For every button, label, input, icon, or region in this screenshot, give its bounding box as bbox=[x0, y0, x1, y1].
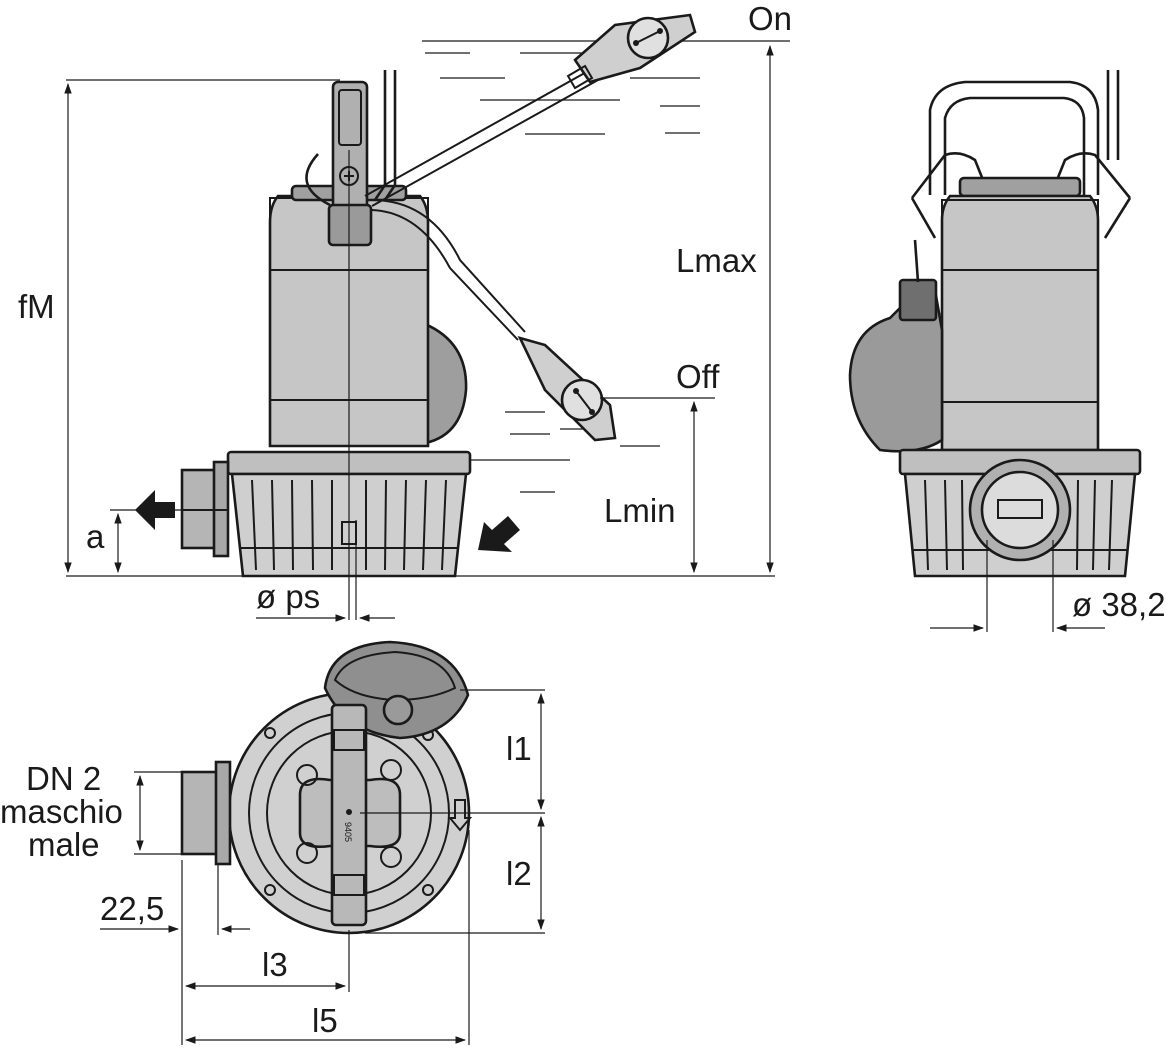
label-dn-line3: male bbox=[28, 826, 100, 863]
label-fm: fM bbox=[18, 288, 55, 325]
side-view: fM a Lmax On Off Lmin ø ps bbox=[18, 0, 792, 622]
dimension-l1-l2 bbox=[360, 689, 545, 934]
label-dn-line1: DN 2 bbox=[26, 760, 101, 797]
dimension-l3 bbox=[184, 930, 350, 992]
front-view: ø 38,2 bbox=[848, 70, 1166, 632]
front-base bbox=[898, 448, 1142, 578]
label-l3: l3 bbox=[262, 946, 288, 983]
front-float bbox=[848, 239, 944, 453]
label-on: On bbox=[748, 0, 792, 37]
dimension-lmin bbox=[600, 397, 715, 574]
dimension-l5 bbox=[184, 830, 470, 1045]
inlet-arrow bbox=[478, 516, 520, 552]
label-l5: l5 bbox=[312, 1002, 338, 1039]
dimension-dn2 bbox=[134, 771, 182, 855]
dimension-225 bbox=[100, 860, 250, 1045]
plate-text: 9405 bbox=[343, 822, 353, 842]
front-handle bbox=[910, 70, 1132, 239]
label-ps: ø ps bbox=[256, 578, 320, 615]
top-view: 9405 l1 l2 DN 2 maschio male 22,5 bbox=[0, 640, 545, 1045]
rotation-arrow-icon bbox=[447, 799, 473, 832]
float-switch-on bbox=[566, 13, 697, 90]
label-225: 22,5 bbox=[100, 890, 164, 927]
label-a: a bbox=[86, 518, 105, 555]
label-dn-line2: maschio bbox=[0, 793, 123, 830]
label-lmin: Lmin bbox=[604, 492, 676, 529]
dimension-fm bbox=[64, 79, 340, 574]
front-motor bbox=[940, 176, 1100, 452]
dimension-a bbox=[110, 509, 182, 574]
float-cables bbox=[364, 69, 599, 341]
pump-handle bbox=[305, 70, 397, 247]
water-surface-lines bbox=[422, 40, 790, 493]
label-l2: l2 bbox=[506, 855, 532, 892]
label-off: Off bbox=[676, 358, 720, 395]
label-d382: ø 38,2 bbox=[1072, 586, 1166, 623]
dimension-d382 bbox=[930, 540, 1105, 632]
float-switch-off bbox=[517, 335, 617, 442]
outlet-connector bbox=[180, 460, 230, 558]
label-lmax: Lmax bbox=[676, 242, 757, 279]
label-l1: l1 bbox=[506, 730, 532, 767]
